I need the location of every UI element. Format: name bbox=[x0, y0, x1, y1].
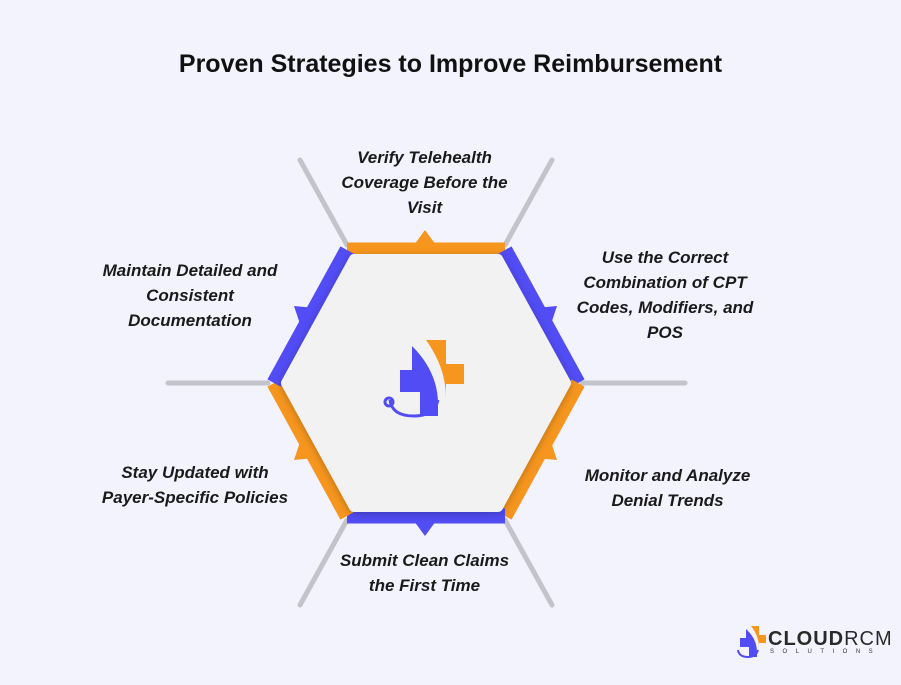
arrow-lower-left bbox=[294, 442, 315, 460]
strategy-lower-right: Monitor and Analyze Denial Trends bbox=[584, 466, 751, 510]
strategy-bottom: Submit Clean Claims the First Time bbox=[339, 551, 510, 595]
arrow-bottom bbox=[414, 521, 436, 536]
brand-name-bold: CLOUD bbox=[768, 628, 845, 650]
spokes bbox=[165, 157, 688, 608]
spoke bbox=[502, 517, 555, 608]
spoke bbox=[297, 157, 350, 248]
arrow-upper-right bbox=[536, 306, 557, 324]
arrow-top bbox=[414, 230, 436, 245]
arrow-lower-right bbox=[536, 442, 557, 460]
page-title: Proven Strategies to Improve Reimburseme… bbox=[178, 50, 723, 78]
edge-upper-left bbox=[267, 246, 354, 387]
strategy-top: Verify Telehealth Coverage Before the Vi… bbox=[341, 148, 508, 217]
brand-tagline: SOLUTIONS bbox=[770, 649, 882, 655]
arrow-upper-left bbox=[294, 306, 315, 324]
strategy-upper-left: Maintain Detailed and Consistent Documen… bbox=[102, 261, 278, 330]
spoke bbox=[297, 517, 350, 608]
center-logo-icon bbox=[383, 340, 464, 418]
edge-arrows bbox=[294, 230, 557, 536]
edge-lower-right bbox=[498, 379, 585, 520]
edge-lower-left bbox=[267, 379, 354, 520]
brand-logo-icon bbox=[737, 626, 766, 659]
spoke bbox=[502, 157, 555, 248]
brand-name-light: RCM bbox=[844, 628, 893, 650]
edge-upper-right bbox=[498, 246, 585, 387]
strategy-upper-right: Use the Correct Combination of CPT Codes… bbox=[576, 248, 754, 342]
strategy-lower-left: Stay Updated with Payer-Specific Policie… bbox=[101, 463, 289, 507]
